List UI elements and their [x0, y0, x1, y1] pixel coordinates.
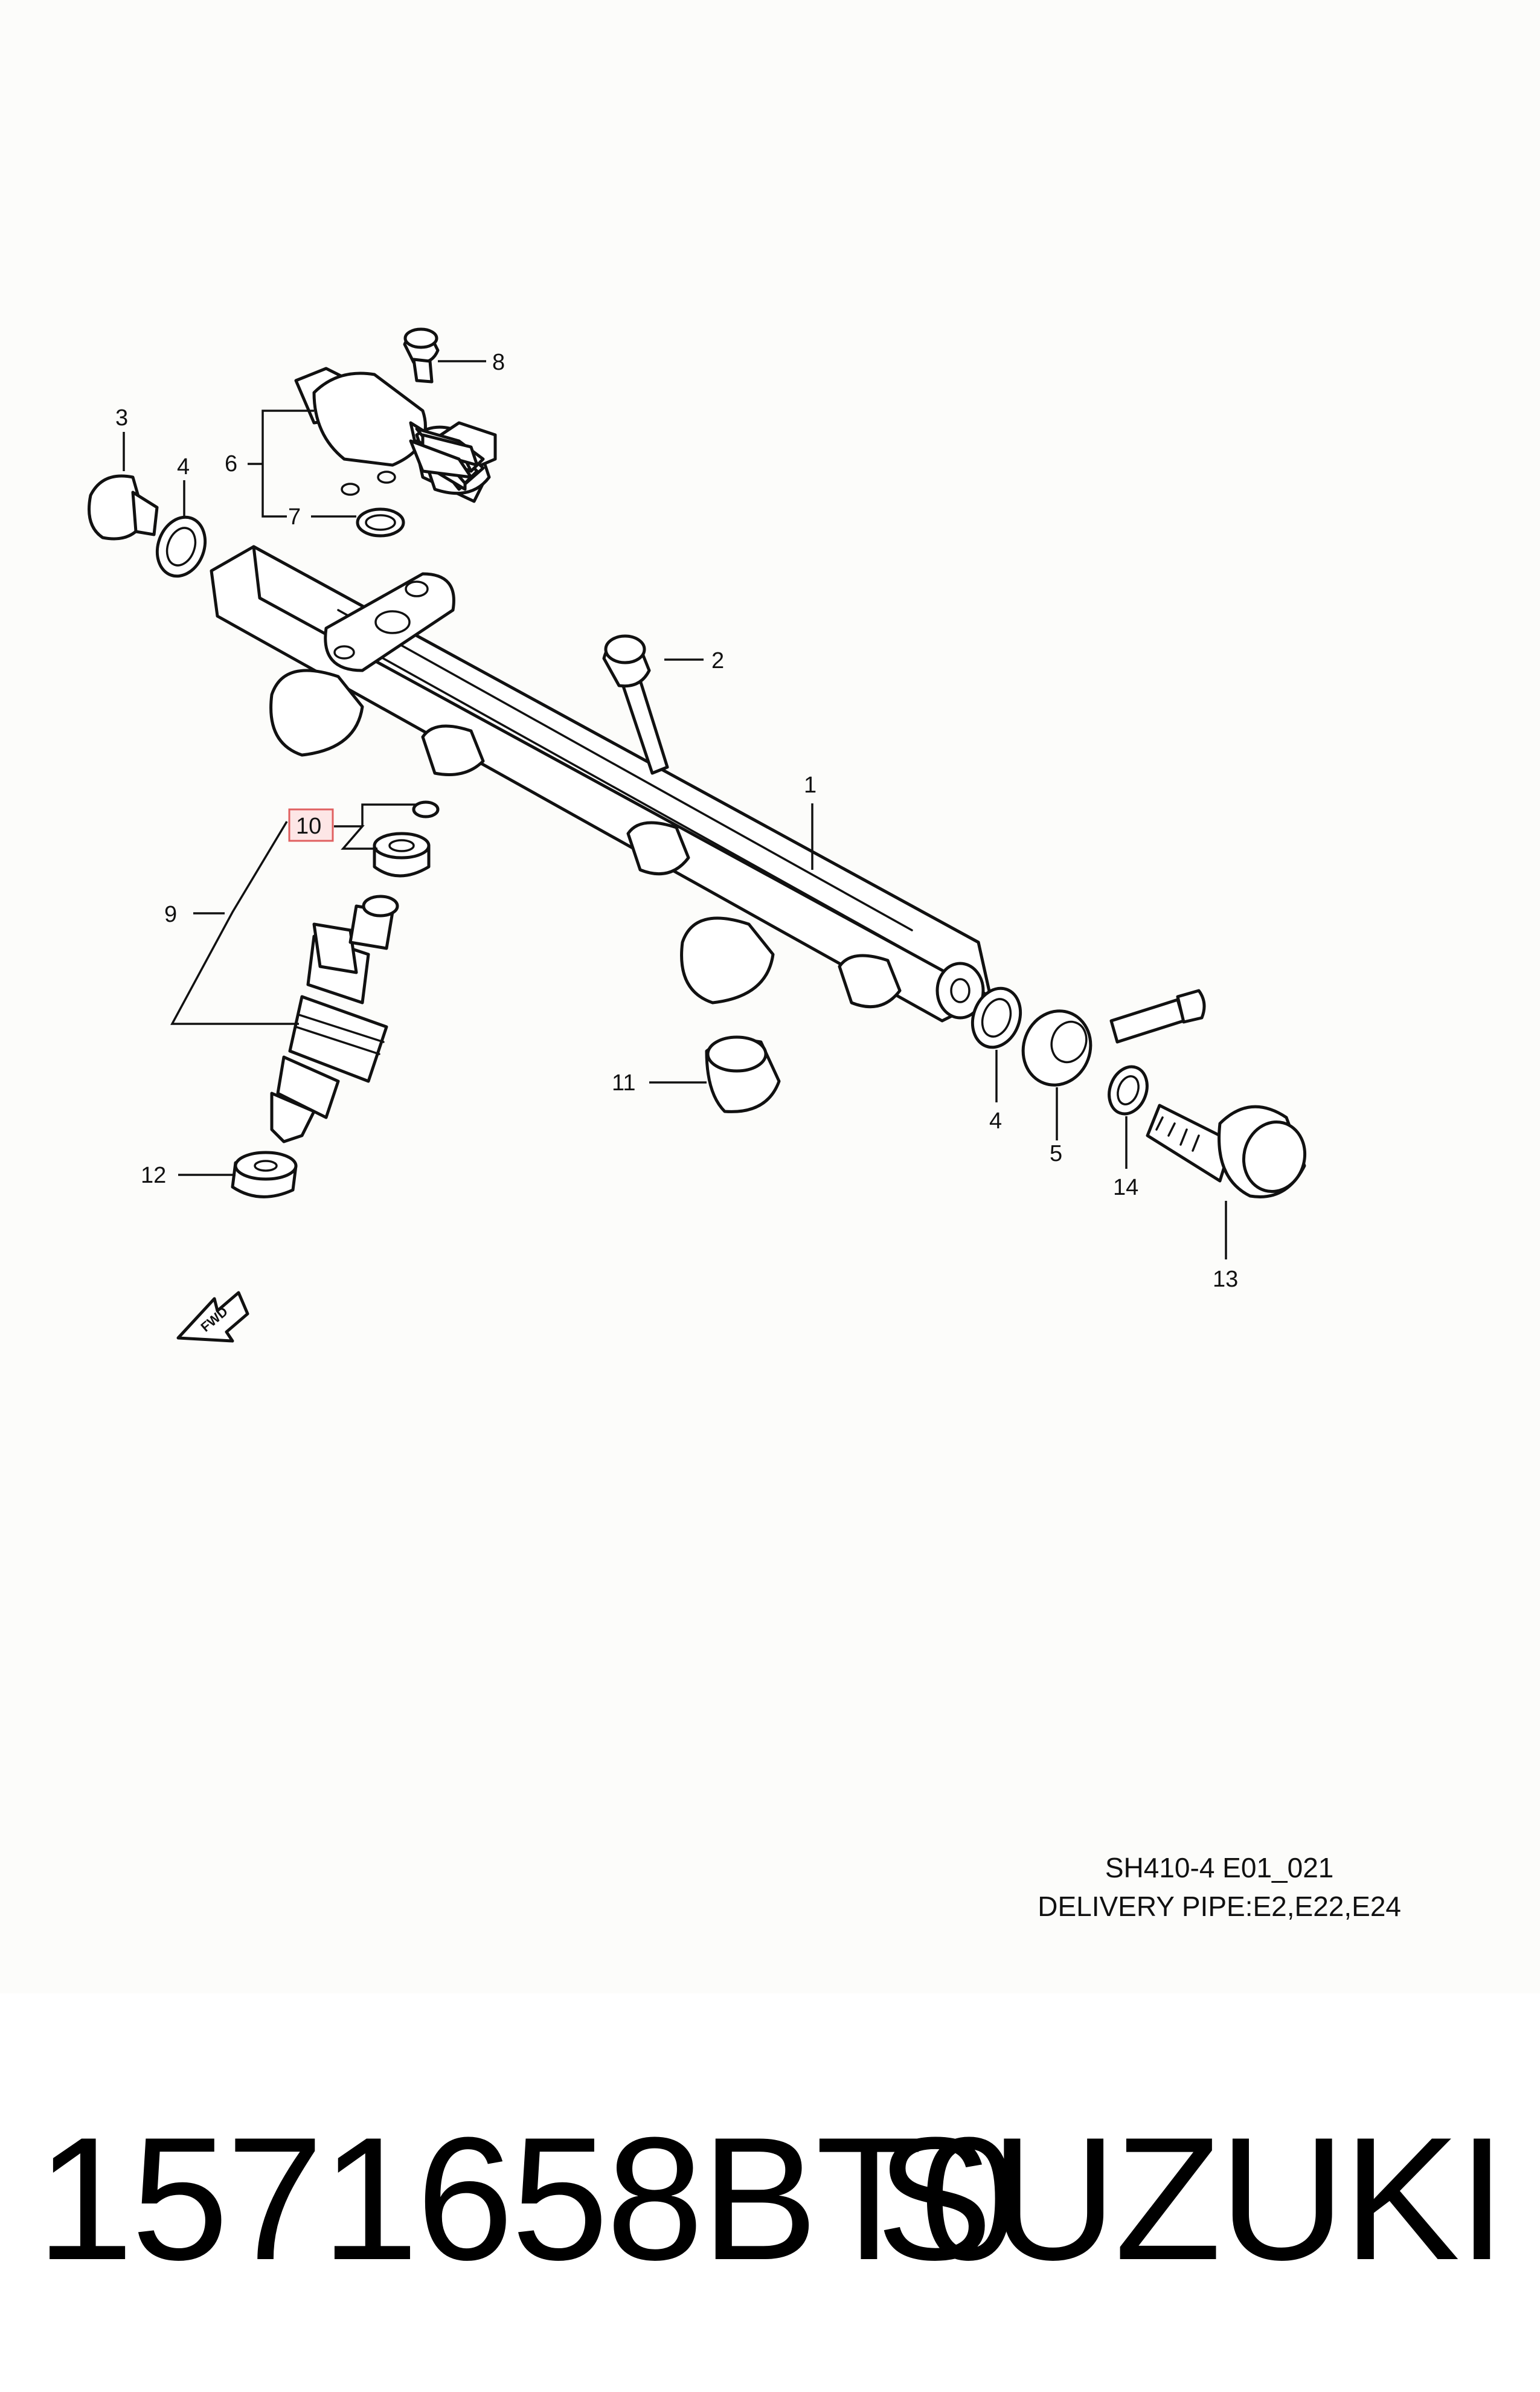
- bolt-part-8: [403, 327, 440, 384]
- cushion-part-11: [705, 1035, 781, 1113]
- caption-title: DELIVERY PIPE:E2,E22,E24: [1038, 1891, 1401, 1922]
- parts-diagram: FWD 1 2 3 4: [88, 327, 1401, 1926]
- injector-part-9: [270, 895, 399, 1143]
- union-bolt-part-13: [1146, 1104, 1307, 1198]
- caption-code: SH410-4 E01_021: [1105, 1852, 1334, 1883]
- diagram-caption: SH410-4 E01_021 DELIVERY PIPE:E2,E22,E24: [1038, 1848, 1401, 1926]
- fwd-direction-marker: FWD: [176, 1291, 249, 1343]
- footer-banner: [0, 1993, 1540, 2392]
- seal-part-12: [231, 1151, 298, 1198]
- gasket-part-4-lower: [971, 986, 1022, 1049]
- callout-14: 14: [1113, 1175, 1138, 1200]
- washer-part-14: [1108, 1065, 1149, 1116]
- pressure-regulator-part-6: [294, 367, 497, 503]
- brand-name: SUZUKI: [876, 2101, 1506, 2297]
- callout-10-highlight: [288, 808, 334, 842]
- delivery-pipe-part: [210, 545, 992, 1023]
- callout-6: 6: [225, 451, 237, 477]
- bolt-part-2: [602, 634, 669, 775]
- part-number: 1571658BT0: [36, 2101, 1018, 2297]
- exploded-view-drawing: FWD 1 2 3 4: [88, 327, 1307, 1343]
- callout-12: 12: [141, 1163, 166, 1188]
- callout-5: 5: [1050, 1141, 1062, 1166]
- callout-1: 1: [804, 773, 817, 798]
- plug-part-3: [88, 474, 159, 541]
- gasket-part-4-upper: [155, 515, 207, 578]
- callout-7: 7: [288, 504, 301, 530]
- callout-13: 13: [1213, 1267, 1238, 1292]
- callout-4-lower: 4: [989, 1108, 1002, 1134]
- seal-part-10: [373, 800, 440, 878]
- callout-labels: 1 2 3 4 4 5 6 7 8 9 10 11 12 13 14: [115, 350, 1238, 1292]
- callout-4-upper: 4: [177, 454, 190, 480]
- callout-3: 3: [115, 405, 128, 431]
- leader-lines: [123, 360, 1227, 1259]
- callout-8: 8: [492, 350, 505, 375]
- callout-11: 11: [612, 1070, 635, 1096]
- callout-2: 2: [711, 648, 724, 674]
- o-ring-part-7: [356, 507, 405, 538]
- union-fitting-part-5: [1021, 989, 1206, 1087]
- callout-9: 9: [164, 902, 177, 927]
- callout-10: 10: [296, 814, 321, 839]
